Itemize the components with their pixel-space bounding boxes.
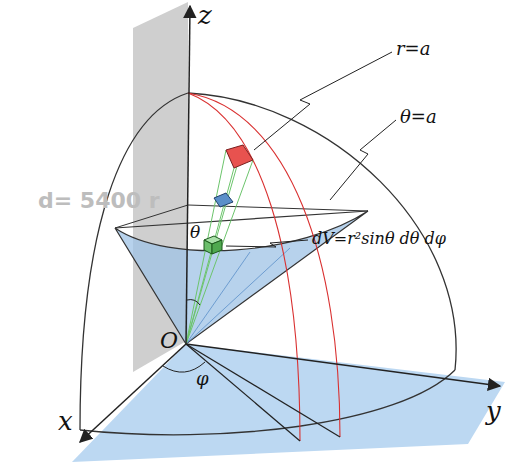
cone-label: θ=a [400,108,437,126]
watermark: d= 5400 r [38,190,160,212]
volume-element [204,236,222,254]
axis-label: x [58,408,73,434]
cone-patch [214,193,233,207]
cone-line [186,248,290,344]
axis-label: y [486,398,501,424]
surface-patch [226,145,253,168]
cone-rim [115,211,368,228]
theta-arc [187,300,200,305]
sphere-arc [188,93,456,370]
angle-label: θ [190,224,200,241]
leader-line [254,52,392,150]
sphere-arc [80,370,455,435]
z-axis [186,6,190,344]
angle-label: φ [196,370,209,388]
meridian [188,93,340,437]
surface-label: r=a [396,40,430,58]
projection-line [186,344,340,437]
y-axis [186,344,500,386]
ray-group [186,145,253,344]
leader-line [226,240,308,247]
origin-label: O [160,330,178,352]
leader-line [330,120,396,200]
meridian [188,93,300,441]
projection-line [186,344,300,441]
volume-formula: dV=r²sinθ dθ dφ [312,231,446,247]
x-axis [80,344,186,442]
radius-line [188,205,368,211]
xy-plane [72,344,505,462]
axis-label: z [198,2,212,28]
